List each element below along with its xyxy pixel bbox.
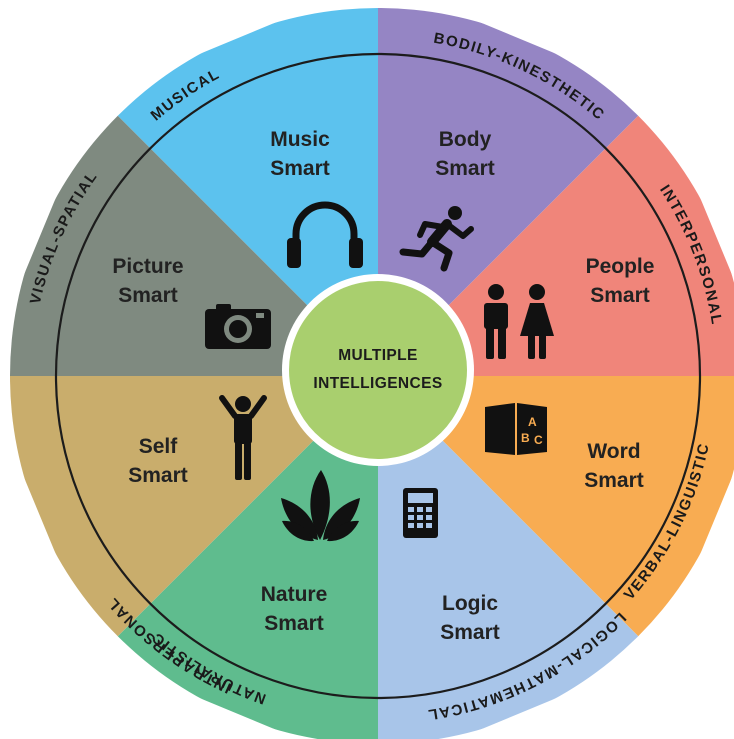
people-smart-line1: People <box>586 255 655 278</box>
headphones-icon <box>287 201 363 268</box>
nature-smart-line1: Nature <box>261 583 328 606</box>
picture-smart-line1: Picture <box>112 255 183 278</box>
logic-smart-line2: Smart <box>440 621 500 644</box>
person-arms-up-icon <box>219 395 267 480</box>
music-smart-line1: Music <box>270 128 330 151</box>
segment-body <box>378 8 658 376</box>
svg-text:B: B <box>521 431 530 445</box>
word-smart-line2: Smart <box>584 469 644 492</box>
body-smart-line2: Smart <box>435 157 495 180</box>
center-title-line2: INTELLIGENCES <box>313 375 442 392</box>
music-smart-line2: Smart <box>270 157 330 180</box>
segment-picture <box>10 96 378 376</box>
camera-icon <box>205 304 271 349</box>
nature-smart-line2: Smart <box>264 612 324 635</box>
word-smart-line1: Word <box>587 440 640 463</box>
segment-self <box>10 376 378 656</box>
svg-text:A: A <box>528 415 537 429</box>
leaves-icon <box>281 470 360 542</box>
runner-icon <box>399 206 474 272</box>
segment-people <box>378 96 734 376</box>
logic-smart-line1: Logic <box>442 592 498 615</box>
segment-nature <box>98 376 378 739</box>
svg-text:C: C <box>534 433 543 447</box>
people-icon <box>484 284 554 359</box>
segment-labels: Music Smart Body Smart People Smart Word… <box>112 128 654 644</box>
segment-logic <box>378 376 658 739</box>
calculator-icon <box>403 488 438 538</box>
self-smart-line1: Self <box>139 435 179 458</box>
segment-music <box>98 8 378 376</box>
body-smart-line1: Body <box>439 128 492 151</box>
people-smart-line2: Smart <box>590 284 650 307</box>
self-smart-line2: Smart <box>128 464 188 487</box>
book-abc-icon: A B C <box>485 403 547 455</box>
center-title-line1: MULTIPLE <box>338 347 418 364</box>
segment-word <box>378 376 734 656</box>
inner-ring <box>54 52 702 700</box>
picture-smart-line2: Smart <box>118 284 178 307</box>
center-hub-fill <box>289 281 467 459</box>
